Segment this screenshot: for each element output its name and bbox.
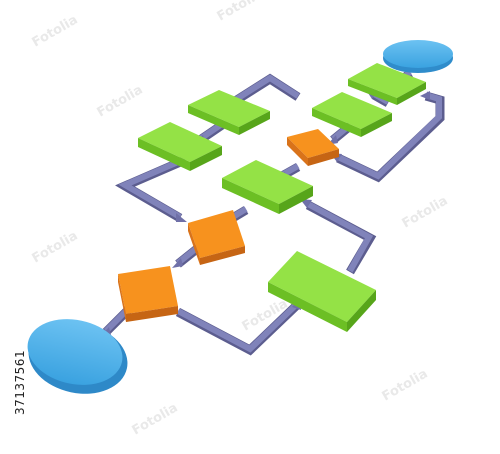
arrowhead bbox=[420, 91, 430, 100]
process-box-6 bbox=[268, 251, 376, 332]
stock-id-label: 37137561 bbox=[1, 305, 27, 415]
decision-box-2 bbox=[188, 210, 245, 265]
process-box-1 bbox=[348, 63, 426, 105]
start-terminal bbox=[383, 40, 453, 73]
arrowhead bbox=[172, 258, 183, 268]
decision-box-3 bbox=[118, 266, 178, 322]
end-terminal bbox=[27, 319, 128, 394]
decision-box-1 bbox=[287, 129, 339, 166]
process-box-4 bbox=[138, 122, 222, 171]
arrowhead bbox=[176, 213, 187, 222]
stock-id-text: 37137561 bbox=[13, 349, 27, 415]
process-box-5 bbox=[222, 160, 313, 214]
process-box-3 bbox=[312, 92, 392, 137]
process-box-2 bbox=[188, 90, 270, 135]
